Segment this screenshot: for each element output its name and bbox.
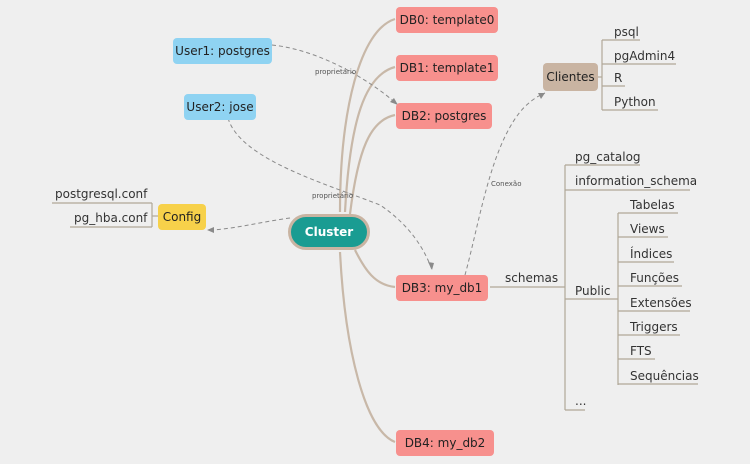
edge-label-owner-2: proprietário: [312, 192, 354, 200]
edge-cluster-db2: [348, 113, 396, 215]
schemas-label: schemas: [505, 271, 559, 285]
public-fts: FTS: [630, 344, 652, 358]
clientes-node[interactable]: Clientes: [543, 63, 598, 91]
edge-db3-clientes: [464, 92, 546, 276]
edge-user2-db3: [227, 117, 433, 271]
schema-pg-catalog: pg_catalog: [575, 150, 641, 164]
schema-public: Public: [575, 284, 611, 298]
db2-node[interactable]: DB2: postgres: [396, 103, 492, 129]
cluster-node[interactable]: Cluster: [288, 214, 370, 250]
db3-node[interactable]: DB3: my_db1: [396, 275, 488, 301]
public-tabelas: Tabelas: [630, 198, 675, 212]
public-indices: Índices: [630, 247, 673, 261]
config-node[interactable]: Config: [158, 204, 206, 230]
pg-hba-conf-item: pg_hba.conf: [74, 211, 148, 225]
public-sequencias: Sequências: [630, 369, 699, 383]
public-views: Views: [630, 222, 665, 236]
arrow-db2: [390, 98, 398, 105]
edge-user1-db2: [271, 44, 399, 106]
db0-node[interactable]: DB0: template0: [396, 7, 498, 33]
postgresql-conf-item: postgresql.conf: [55, 187, 148, 201]
edge-cluster-db3: [354, 249, 396, 289]
arrow-config: [207, 227, 214, 233]
client-python: Python: [614, 95, 656, 109]
db1-node[interactable]: DB1: template1: [396, 55, 498, 81]
db4-node[interactable]: DB4: my_db2: [396, 430, 494, 456]
edge-cluster-db1: [343, 65, 396, 213]
schema-more: ...: [575, 394, 587, 408]
public-funcoes: Funções: [630, 271, 680, 285]
user1-node[interactable]: User1: postgres: [173, 38, 272, 64]
edge-cluster-db4: [338, 251, 396, 444]
client-pgadmin4: pgAdmin4: [614, 49, 676, 63]
edge-label-owner-1: proprietário: [315, 68, 357, 76]
public-triggers: Triggers: [630, 320, 678, 334]
public-extensoes: Extensões: [630, 296, 692, 310]
client-r: R: [614, 71, 623, 85]
arrow-clientes: [538, 93, 545, 99]
arrow-db3: [428, 262, 434, 270]
edge-cluster-config: [206, 217, 291, 231]
schema-information-schema: information_schema: [575, 174, 698, 188]
edge-label-connection: Conexão: [491, 180, 522, 188]
user2-node[interactable]: User2: jose: [184, 94, 256, 120]
client-psql: psql: [614, 25, 639, 39]
edge-cluster-db0: [338, 17, 396, 213]
